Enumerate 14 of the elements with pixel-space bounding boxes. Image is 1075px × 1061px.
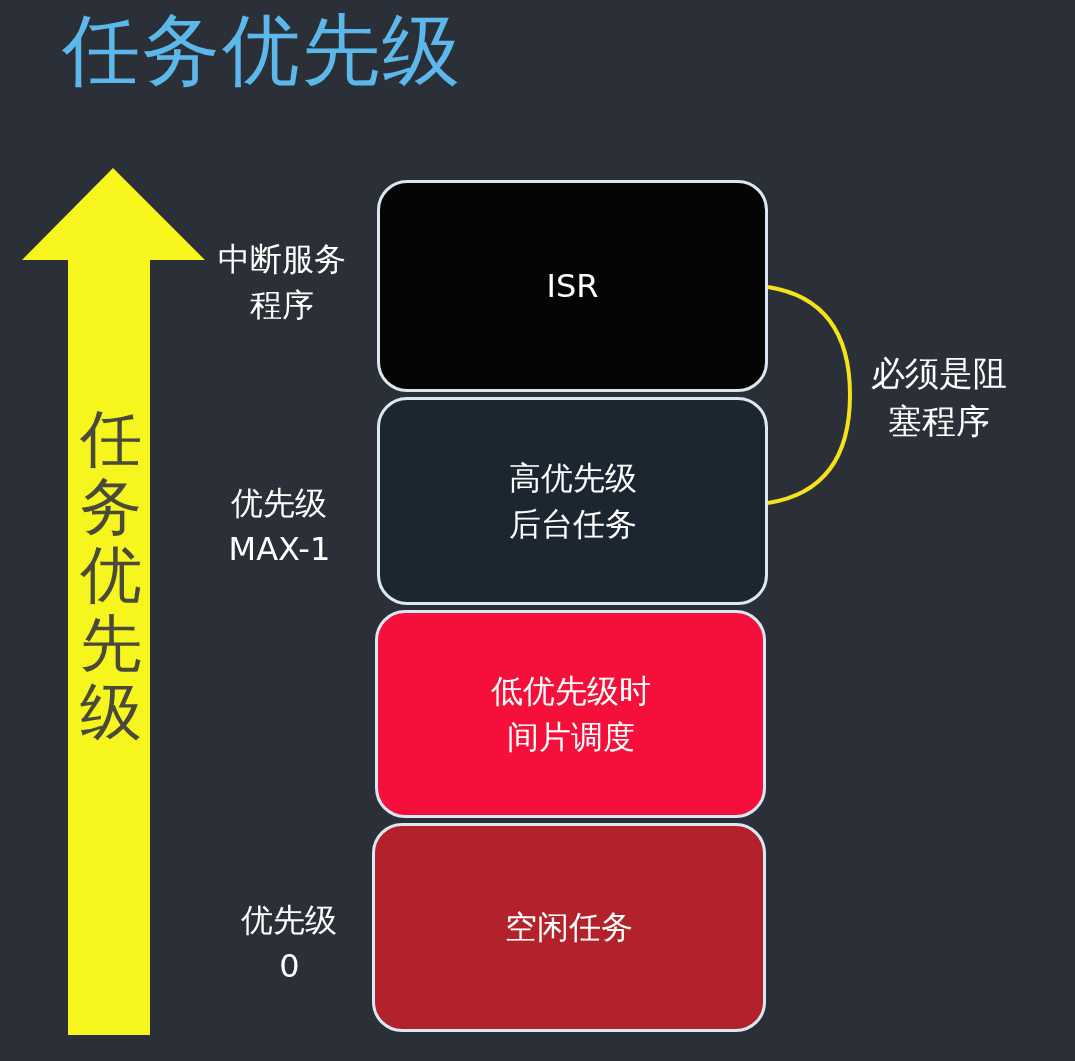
priority-label: 优先级 0 [240,900,339,988]
task-box [372,823,766,1032]
task-label: 低优先级时间片调度 [489,670,652,758]
priority-label: 中断服务程序 [216,239,347,327]
task-label: ISR [546,265,599,307]
title: 任务优先级 [62,4,462,97]
task-box [377,180,768,392]
task-label: 空闲任务 [505,907,633,949]
task-box [377,397,768,605]
priority-label: 优先级 MAX-1 [227,483,332,571]
task-box [375,610,766,818]
task-label: 高优先级后台任务 [507,457,638,545]
axis-label: 任务优先级 [80,405,142,746]
bracket-label: 必须是阻塞程序 [870,352,1009,443]
